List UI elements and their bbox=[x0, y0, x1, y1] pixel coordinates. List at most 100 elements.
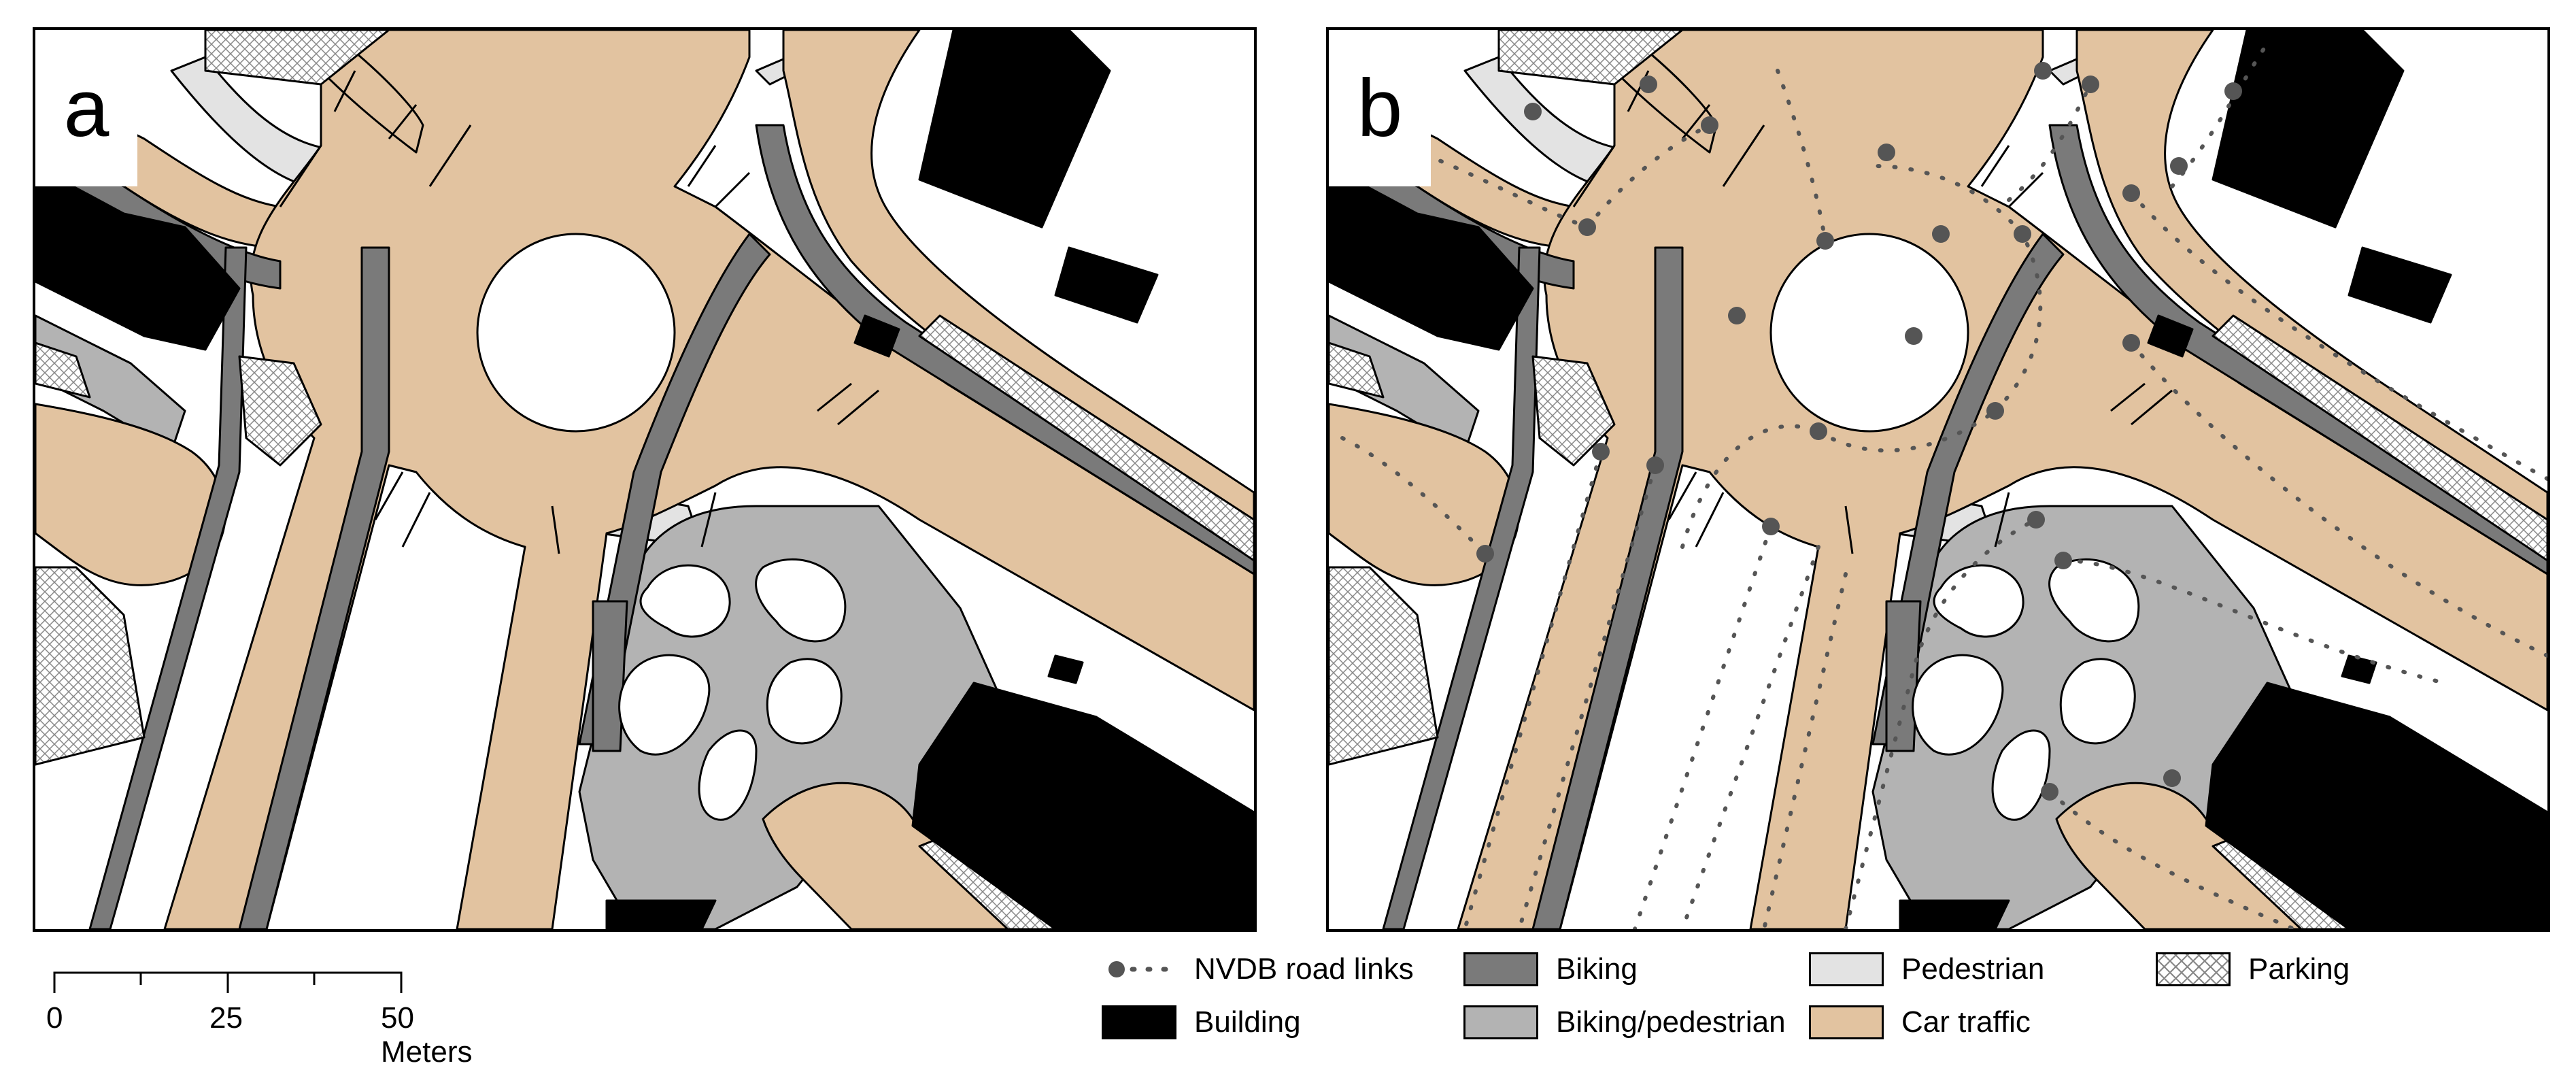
lane-divider bbox=[1722, 124, 1765, 187]
biking-lane bbox=[1885, 600, 1922, 752]
road-link bbox=[1680, 424, 1820, 549]
road-link-node bbox=[2224, 82, 2242, 100]
biking-lane bbox=[1382, 246, 1541, 929]
legend-item-biking: Biking bbox=[1463, 949, 1638, 990]
road-link-node bbox=[1476, 545, 1494, 563]
lane-divider bbox=[374, 471, 404, 520]
road-link bbox=[1993, 232, 2043, 413]
road-link bbox=[1463, 450, 1603, 929]
car-traffic-swatch bbox=[1809, 1005, 1884, 1039]
lane-divider bbox=[837, 389, 879, 426]
building bbox=[1899, 899, 2010, 929]
legend-item-building: Building bbox=[1102, 1002, 1301, 1043]
lane-divider bbox=[1980, 145, 2010, 187]
parking-area bbox=[204, 30, 390, 86]
parking-area bbox=[1329, 566, 1439, 766]
biking-pedestrian-swatch bbox=[1463, 1005, 1538, 1039]
building bbox=[605, 899, 717, 929]
building bbox=[2348, 246, 2452, 324]
road-link-node bbox=[2170, 157, 2188, 175]
biking-lane bbox=[1531, 246, 1684, 929]
road-link-node bbox=[1986, 402, 2004, 420]
car-traffic-road bbox=[1457, 30, 2547, 929]
panel-label-b: b bbox=[1329, 30, 1431, 186]
building bbox=[2341, 654, 2377, 684]
road-link bbox=[1340, 436, 1487, 556]
road-link-node bbox=[1905, 327, 1922, 345]
road-link-node bbox=[1878, 144, 1895, 161]
lane-divider bbox=[687, 145, 717, 187]
road-link-node bbox=[2034, 62, 2052, 80]
road-link bbox=[2129, 191, 2547, 481]
road-link-node bbox=[2041, 783, 2058, 801]
lane-divider bbox=[1844, 505, 1854, 554]
garden-island bbox=[755, 558, 847, 643]
parking-area bbox=[2211, 314, 2547, 562]
road-link bbox=[2007, 82, 2092, 202]
road-link-node bbox=[1646, 456, 1664, 474]
parking-swatch bbox=[2156, 952, 2231, 986]
garden-island bbox=[618, 654, 711, 756]
lane-divider bbox=[551, 505, 560, 554]
garden-island bbox=[1912, 654, 2004, 756]
legend-item-road-links: NVDB road links bbox=[1102, 949, 1414, 990]
building bbox=[1329, 165, 1534, 351]
road-link-node bbox=[1640, 76, 1657, 93]
building-swatch bbox=[1102, 1005, 1176, 1039]
biking-lane bbox=[238, 246, 390, 929]
legend-label-biking: Biking bbox=[1556, 952, 1638, 986]
lane-divider bbox=[1695, 492, 1725, 548]
lane-divider bbox=[1667, 471, 1697, 520]
building bbox=[2205, 682, 2547, 929]
legend-item-pedestrian: Pedestrian bbox=[1809, 949, 2044, 990]
biking-lane bbox=[755, 124, 1254, 575]
road-link-node bbox=[1816, 232, 1834, 250]
legend: NVDB road links Biking Pedestrian Parkin… bbox=[1102, 949, 2571, 1065]
road-link-node bbox=[1932, 225, 1950, 243]
road-link bbox=[1517, 463, 1657, 929]
road-link-node bbox=[2014, 225, 2031, 243]
legend-item-biking-pedestrian: Biking/pedestrian bbox=[1463, 1002, 1786, 1043]
road-link-node bbox=[2082, 76, 2099, 93]
biking-lane bbox=[2048, 124, 2547, 575]
lane-divider bbox=[1572, 145, 1616, 207]
road-link bbox=[1585, 123, 1712, 229]
legend-label-biking-pedestrian: Biking/pedestrian bbox=[1556, 1005, 1786, 1039]
lane-divider bbox=[2131, 389, 2173, 426]
road-link-node bbox=[1728, 307, 1746, 324]
road-link-node bbox=[1810, 422, 1827, 440]
parking-area bbox=[1531, 355, 1616, 467]
car-traffic-road bbox=[2075, 30, 2547, 548]
roundabout-island bbox=[476, 233, 676, 433]
biking-lane bbox=[592, 600, 628, 752]
road-link bbox=[1871, 164, 2024, 236]
map-panel-a: a bbox=[33, 27, 1257, 932]
garden-island bbox=[639, 564, 731, 638]
parking-area bbox=[1497, 30, 1684, 86]
building bbox=[2147, 314, 2194, 358]
garden-island bbox=[2048, 558, 2140, 643]
road-link bbox=[1762, 572, 1848, 929]
legend-item-car-traffic: Car traffic bbox=[1809, 1002, 2031, 1043]
legend-label-road-links: NVDB road links bbox=[1194, 952, 1414, 986]
road-link-node bbox=[1701, 116, 1718, 134]
building bbox=[1047, 654, 1084, 684]
garden-island bbox=[1991, 729, 2051, 821]
parking-area bbox=[918, 314, 1254, 562]
legend-label-building: Building bbox=[1194, 1005, 1301, 1039]
garden-island bbox=[2059, 658, 2136, 745]
lane-divider bbox=[1994, 492, 2010, 548]
building bbox=[1054, 246, 1159, 324]
panel-label-a: a bbox=[35, 30, 137, 186]
building bbox=[911, 682, 1254, 929]
road-link bbox=[1816, 409, 1997, 453]
lane-divider bbox=[2007, 171, 2044, 208]
scale-bar: 0 25 50 Meters bbox=[41, 966, 472, 1069]
scale-bar-line bbox=[53, 971, 403, 993]
legend-label-parking: Parking bbox=[2248, 952, 2350, 986]
scale-tick-25: 25 bbox=[209, 1001, 243, 1035]
lane-divider bbox=[700, 492, 717, 548]
scale-tick-50: 50 Meters bbox=[381, 1001, 473, 1069]
legend-label-car-traffic: Car traffic bbox=[1901, 1005, 2031, 1039]
road-link-node bbox=[1762, 518, 1780, 535]
